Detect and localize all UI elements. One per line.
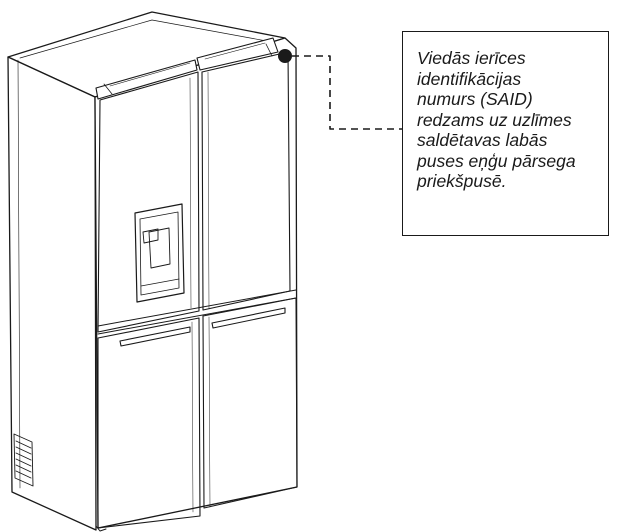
cabinet-front bbox=[94, 37, 298, 529]
cabinet-top-inner bbox=[19, 19, 273, 59]
said-callout-box: Viedās ierīces identifikācijas numurs (S… bbox=[402, 31, 609, 236]
lower-right-door-edge bbox=[208, 316, 211, 508]
front-foot bbox=[95, 525, 107, 532]
dispenser-inner bbox=[139, 211, 180, 296]
dispenser-nozzle bbox=[142, 228, 159, 244]
cabinet-left-side-edge bbox=[17, 59, 21, 489]
hinge-cover-detail bbox=[109, 42, 266, 87]
upper-left-door bbox=[97, 71, 200, 333]
dispenser-recess bbox=[134, 203, 185, 303]
lower-left-handle bbox=[119, 326, 191, 347]
lower-right-door bbox=[202, 297, 298, 509]
hinge-cover-right bbox=[196, 37, 279, 71]
upper-left-door-edge bbox=[189, 77, 192, 309]
hinge-bracket bbox=[103, 43, 273, 95]
dispenser-tray bbox=[140, 278, 180, 287]
side-vent-grille bbox=[13, 433, 34, 487]
hinge-cover-left bbox=[95, 59, 198, 100]
lower-right-handle bbox=[211, 307, 286, 329]
upper-right-door-edge bbox=[207, 71, 210, 310]
cabinet-left-side bbox=[7, 56, 97, 531]
dispenser-paddle bbox=[148, 227, 171, 269]
lower-left-door-edge bbox=[191, 321, 194, 513]
lower-left-door bbox=[97, 317, 201, 529]
said-callout-text: Viedās ierīces identifikācijas numurs (S… bbox=[417, 48, 576, 191]
said-label-marker bbox=[278, 49, 292, 63]
callout-leader-line bbox=[292, 55, 402, 130]
